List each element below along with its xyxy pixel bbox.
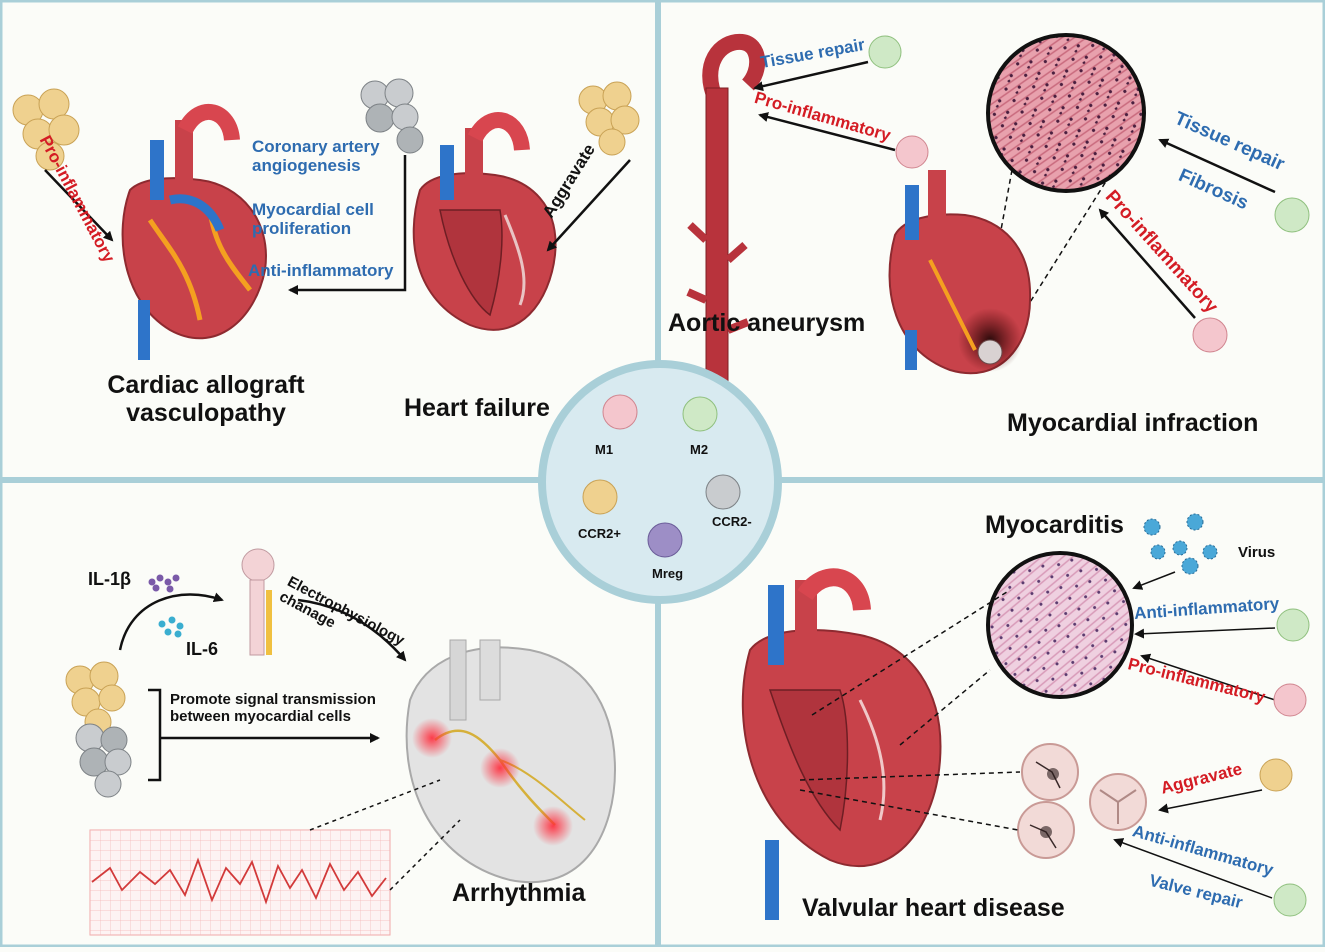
hf-heart-illustration — [412, 112, 557, 331]
mi-tissue-magnifier — [986, 33, 1146, 193]
mi-title: Myocardial infraction — [1007, 409, 1259, 437]
ccr2pos-cell-vhd — [1259, 758, 1293, 792]
m1-cell-aa — [895, 135, 929, 169]
virus-arrow — [1132, 571, 1176, 590]
arrhythmia-heart-illustration — [405, 639, 617, 883]
myocarditis-title: Myocarditis — [985, 511, 1124, 539]
m1-cell-mi — [1192, 317, 1228, 353]
valve-illustrations — [1017, 743, 1147, 859]
m2-cell-icon — [682, 396, 718, 432]
myocarditis-tissue-magnifier — [986, 551, 1134, 699]
electrophysiology-arrow — [297, 598, 407, 662]
pro-inflammatory-arrow-aa — [758, 112, 896, 152]
m2-cell-aa — [868, 35, 902, 69]
tissue-repair-arrow-mi — [1158, 138, 1276, 194]
ccr2pos-cell-icon — [582, 479, 618, 515]
pro-inflammatory-arrow-cav — [44, 169, 114, 242]
mreg-label: Mreg — [652, 566, 684, 581]
ccr2pos-cell-cluster-topleft — [12, 88, 80, 171]
ecg-link-2 — [389, 819, 461, 891]
ecg-strip — [89, 829, 391, 936]
signal-line1: Promote signal transmission — [170, 691, 376, 708]
center-cell-legend — [538, 360, 782, 604]
aorta-illustration — [686, 33, 766, 459]
myocarditis-link-1 — [899, 669, 991, 746]
mreg-cell-icon — [647, 522, 683, 558]
m1-cell-icon — [602, 394, 638, 430]
il6-particles — [158, 616, 184, 638]
vhd-title: Valvular heart disease — [802, 894, 1065, 922]
cav-title-line2: vasculopathy — [126, 398, 286, 427]
m1-cell-myo — [1273, 683, 1307, 717]
ccr2neg-cell-cluster-top — [360, 78, 424, 154]
hf-coronary-line1: Coronary artery — [252, 137, 380, 156]
m2-cell-vhd — [1273, 883, 1307, 917]
il6-label: IL-6 — [186, 639, 219, 659]
valve-link-2 — [799, 789, 1019, 831]
cav-title: Cardiac allograft vasculopathy — [106, 371, 306, 427]
hf-coronary-line2: angiogenesis — [252, 155, 361, 175]
m2-cell-myo — [1276, 608, 1310, 642]
signal-bracket — [148, 688, 162, 782]
hf-anti-inflammatory-label: Anti-inflammatory — [248, 261, 394, 280]
virus-particles — [1143, 513, 1218, 575]
hf-myocardial-line1: Myocardial cell — [252, 200, 374, 219]
cytokine-arrow — [118, 592, 224, 651]
ccr2pos-cell-cluster-hf — [578, 81, 640, 156]
cav-heart-illustration — [121, 103, 267, 360]
arrhythmia-title: Arrhythmia — [452, 879, 586, 907]
vhd-heart-illustration — [741, 568, 942, 920]
anti-inflammatory-arrow-myo — [1134, 627, 1276, 639]
pro-inflammatory-arrow-mi — [1098, 208, 1196, 319]
virus-label: Virus — [1238, 544, 1276, 561]
il1b-particles — [148, 574, 180, 593]
hf-title: Heart failure — [404, 394, 550, 422]
mi-heart-illustration — [888, 170, 1032, 375]
cav-title-line1: Cardiac allograft — [107, 371, 305, 399]
aggravate-arrow-hf — [546, 159, 631, 252]
aggravate-arrow-vhd — [1158, 789, 1263, 814]
anti-inflammatory-arrow-hf — [288, 155, 407, 295]
ccr2neg-label: CCR2- — [712, 514, 752, 529]
pro-inflammatory-arrow-myo — [1140, 653, 1276, 701]
aa-title: Aortic aneurysm — [668, 309, 866, 337]
myocarditis-link-2 — [811, 589, 1011, 716]
ccr2pos-label: CCR2+ — [578, 526, 621, 541]
hf-myocardial-line2: proliferation — [252, 218, 352, 238]
m1-label: M1 — [595, 442, 614, 457]
il1b-label: IL-1β — [88, 569, 131, 589]
ccr2pos-cell-cluster-arr — [65, 661, 126, 736]
m2-label: M2 — [690, 442, 709, 457]
valve-link-1 — [799, 771, 1021, 781]
neuron-illustration — [241, 548, 275, 656]
signal-label: Promote signal transmission between myoc… — [170, 691, 376, 725]
signal-line2: between myocardial cells — [170, 707, 351, 725]
hf-coronary-label: Coronary artery angiogenesis — [252, 137, 380, 175]
hf-myocardial-label: Myocardial cell proliferation — [252, 200, 374, 238]
ccr2neg-cell-cluster-arr — [75, 723, 132, 798]
ccr2neg-cell-icon — [705, 474, 741, 510]
repair-arrow-vhd — [1113, 838, 1273, 899]
tissue-repair-arrow-aa — [753, 60, 869, 92]
m2-cell-mi — [1274, 197, 1310, 233]
